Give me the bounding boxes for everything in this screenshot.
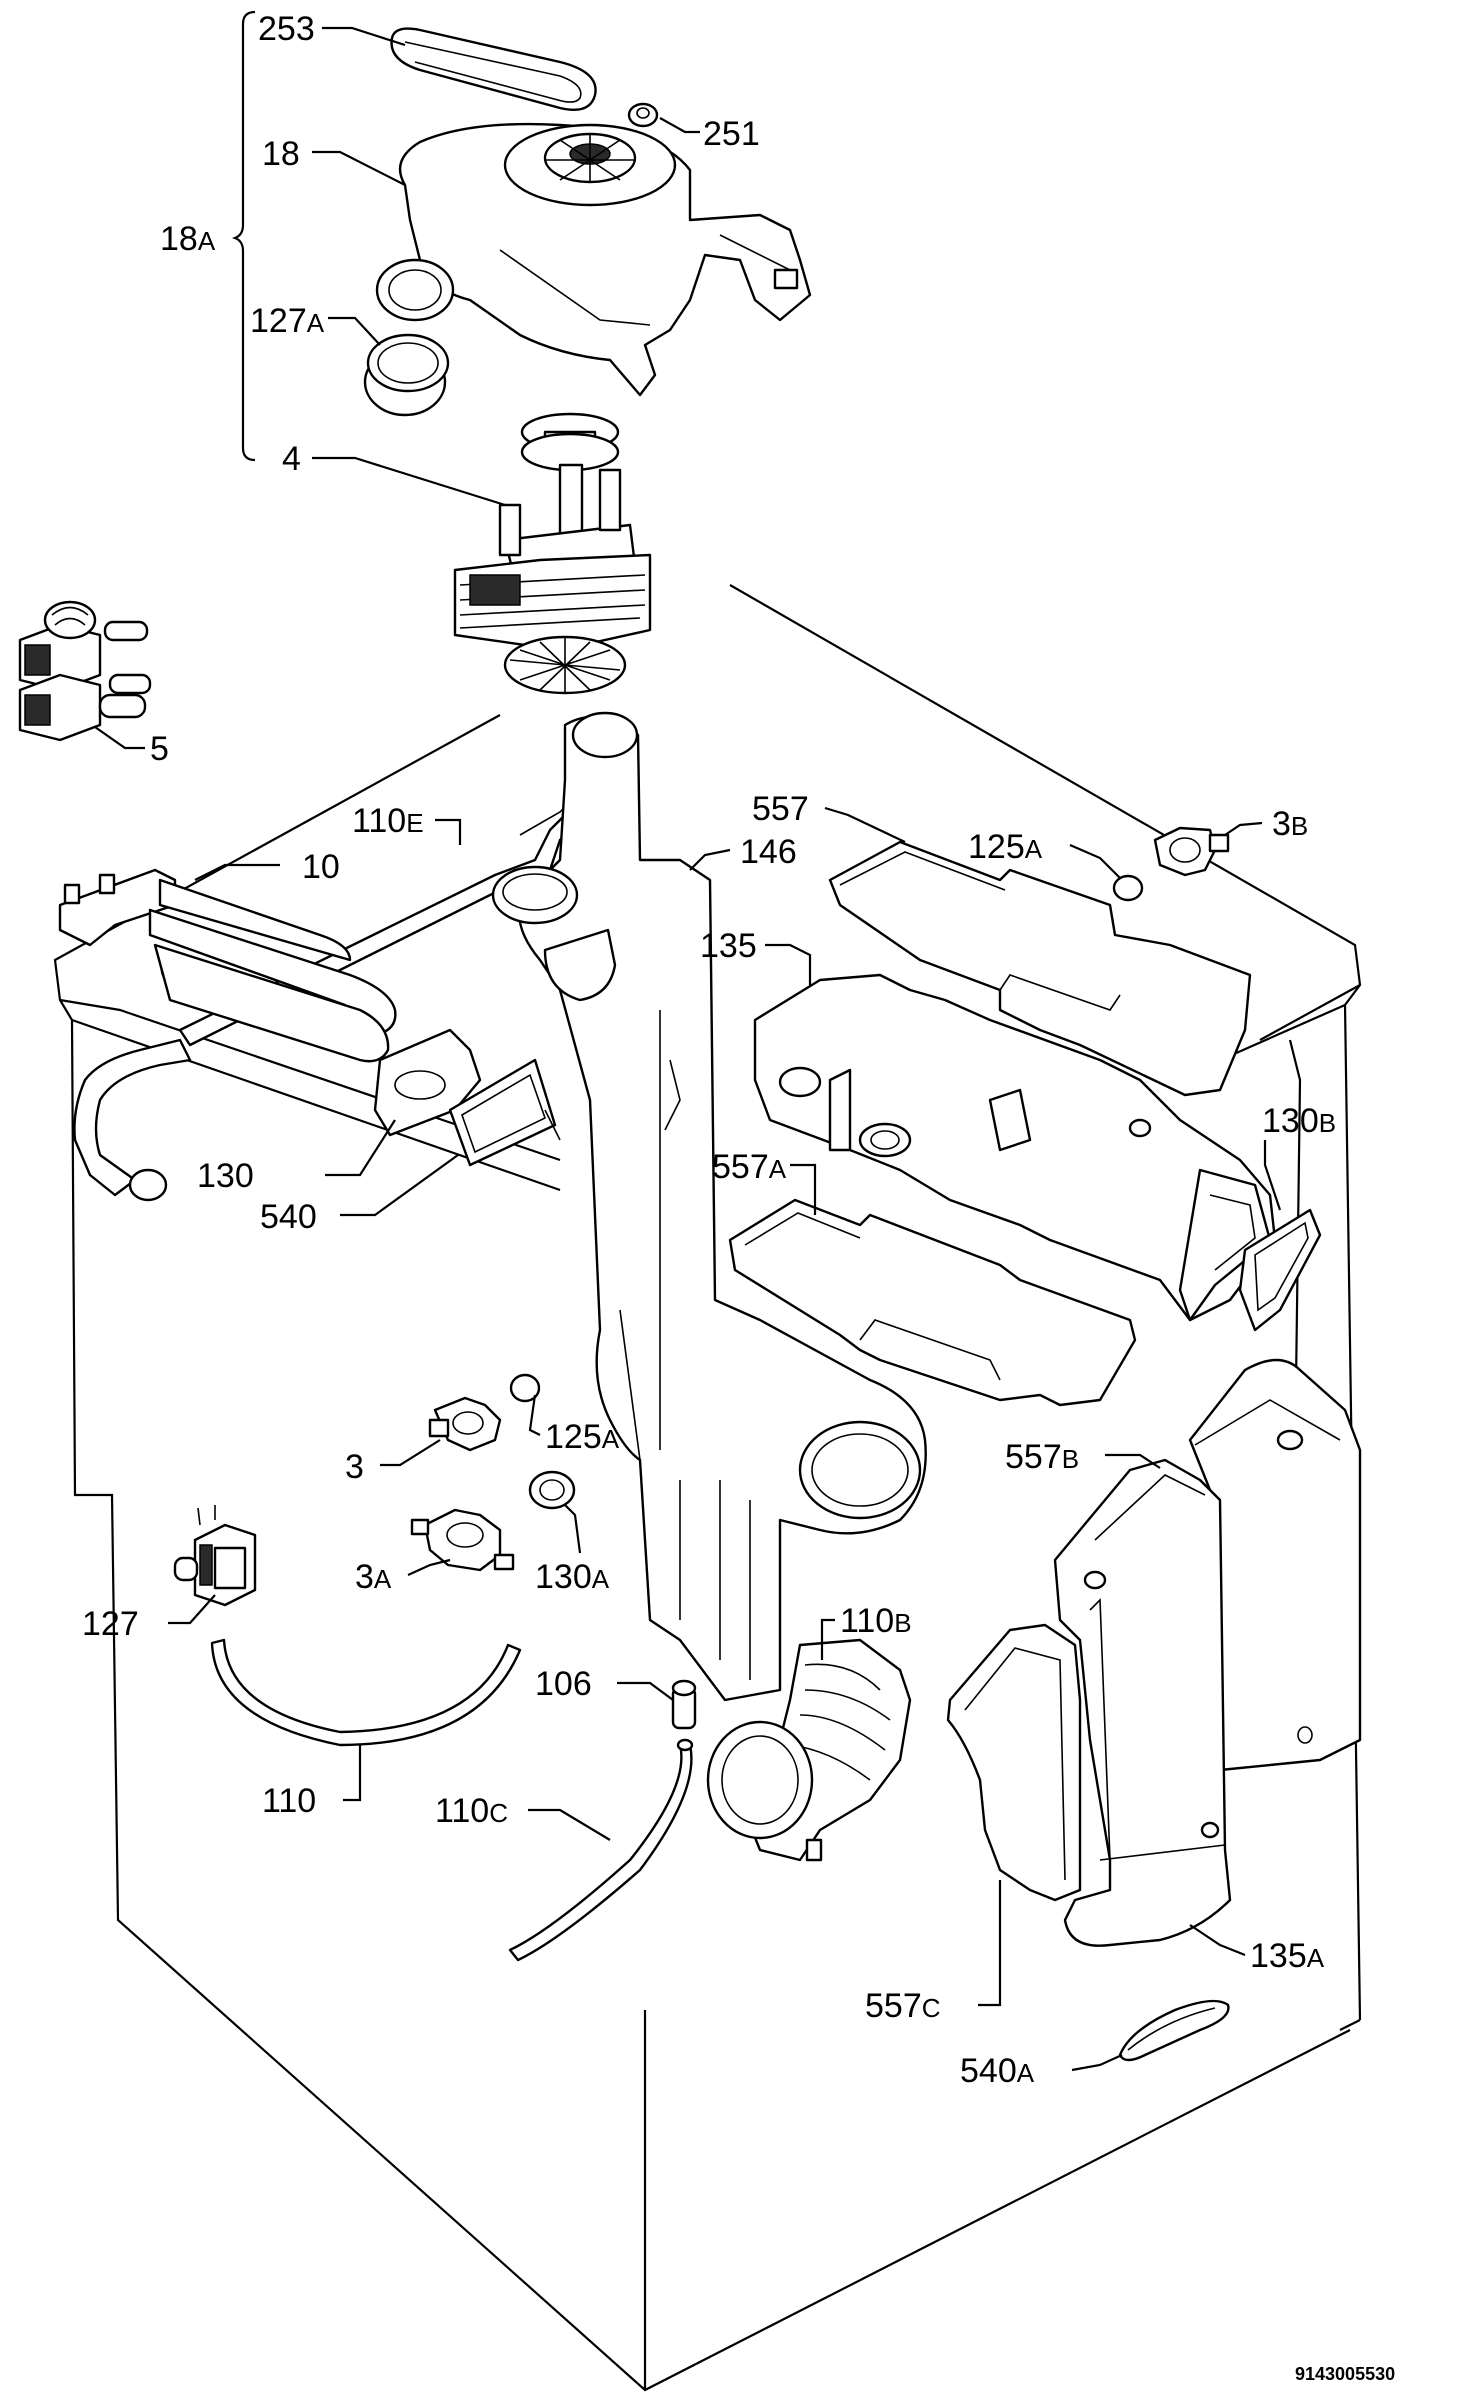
callout-540A: 540A (960, 2052, 1035, 2090)
callout-135A: 135A (1250, 1937, 1325, 1975)
callout-251: 251 (703, 115, 760, 153)
part-3A-thermostat (410, 1508, 515, 1572)
callout-135: 135 (700, 927, 757, 965)
callout-106: 106 (535, 1665, 592, 1703)
callout-3A: 3A (355, 1558, 392, 1596)
part-540A-seal (1118, 1999, 1230, 2062)
part-251-nut (627, 102, 659, 128)
part-125A-top-ring (1112, 874, 1144, 902)
callout-130B: 130B (1262, 1102, 1336, 1140)
callout-540: 540 (260, 1198, 317, 1236)
part-135-duct (753, 973, 1277, 1322)
part-110B-bellows (706, 1638, 912, 1862)
callout-110B: 110B (840, 1602, 912, 1640)
part-130A-ring (528, 1470, 576, 1510)
callout-146: 146 (740, 833, 797, 871)
part-253-belt (390, 27, 597, 112)
part-135A-duct (1053, 1458, 1232, 1947)
part-557C-shield (946, 1623, 1082, 1902)
callout-125A: 125A (545, 1418, 620, 1456)
part-127-switch (173, 1505, 257, 1607)
part-106-connector (671, 1679, 697, 1730)
callout-18: 18 (262, 135, 300, 173)
callout-130: 130 (197, 1157, 254, 1195)
part-5-valve (18, 600, 152, 742)
callout-557B: 557B (1005, 1438, 1079, 1476)
callout-3B: 3B (1272, 805, 1308, 843)
callout-110C: 110C (435, 1792, 508, 1830)
part-110-hose (210, 1638, 522, 1747)
part-110C-hose (508, 1738, 694, 1962)
part-540-gasket (448, 1058, 561, 1167)
callout-253: 253 (258, 10, 315, 48)
callout-3: 3 (345, 1448, 364, 1486)
callout-557: 557 (752, 790, 809, 828)
callout-5: 5 (150, 730, 169, 768)
callout-4: 4 (282, 440, 301, 478)
callout-18A: 18A (160, 220, 216, 258)
callout-127A: 127A (250, 302, 325, 340)
callout-10: 10 (302, 848, 340, 886)
leader-lines (94, 26, 1282, 2072)
callout-110: 110 (262, 1782, 316, 1820)
callout-125A-top: 125A (968, 828, 1043, 866)
part-127A-ring (363, 333, 450, 417)
callout-557C: 557C (865, 1987, 941, 2025)
callout-110E: 110E (352, 802, 424, 840)
part-18-fan-housing (375, 122, 812, 397)
callout-127: 127 (82, 1605, 139, 1643)
part-4-motor (453, 412, 652, 695)
part-3B-thermostat (1153, 826, 1230, 877)
part-557A-cover (728, 1198, 1137, 1407)
callout-130A: 130A (535, 1558, 610, 1596)
part-130B-gasket (1238, 1208, 1322, 1332)
part-557B-cover (1188, 1358, 1362, 1772)
part-125A-ring (509, 1373, 541, 1403)
callout-557A: 557A (712, 1148, 787, 1186)
callout-labels: 253 251 18 18A 127A 4 5 110E 10 557 146 … (82, 10, 1336, 2090)
part-146-duct (491, 711, 927, 1702)
group-bracket (231, 10, 256, 462)
part-3-thermostat (428, 1396, 502, 1452)
part-557-cover (828, 840, 1252, 1097)
document-number: 9143005530 (1295, 2364, 1395, 2384)
